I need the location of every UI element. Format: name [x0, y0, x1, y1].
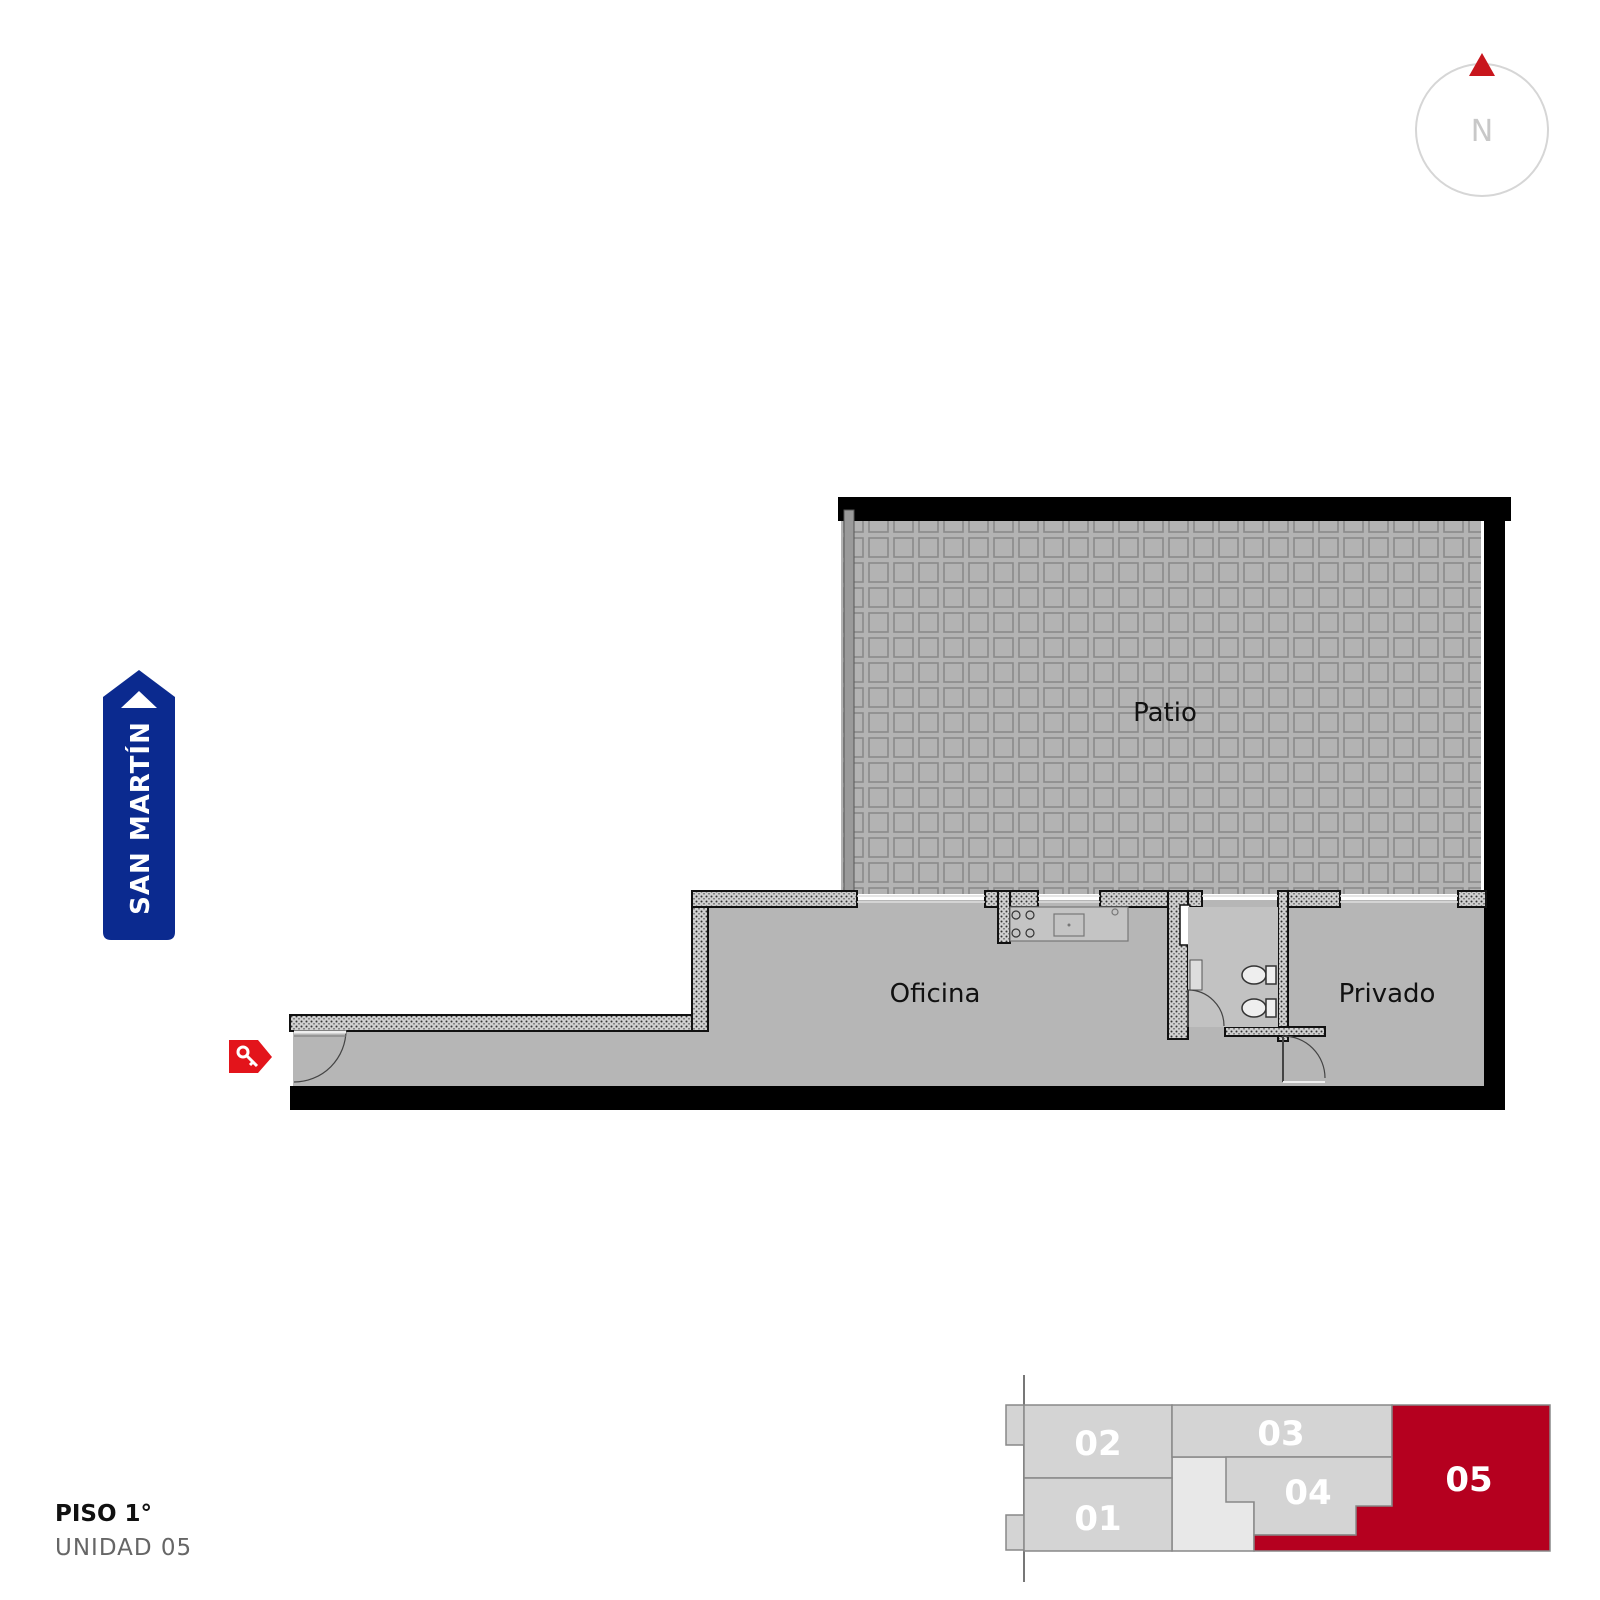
- room-label-oficina: Oficina: [890, 979, 981, 1009]
- keyplan-unit-02: [1023, 1404, 1173, 1479]
- privado-door-swing: [1282, 1035, 1326, 1079]
- patio-windows: [857, 895, 1458, 903]
- entrance-marker: [229, 1040, 272, 1073]
- street-name: SAN MARTÍN: [124, 721, 156, 915]
- keyplan-label-03: 03: [1257, 1414, 1304, 1454]
- unit-label: UNIDAD 05: [55, 1535, 193, 1561]
- bidet-icon: [1241, 998, 1267, 1018]
- room-label-privado: Privado: [1339, 979, 1436, 1009]
- south-wall: [290, 1086, 1505, 1110]
- keyplan-unit-03: [1171, 1404, 1393, 1458]
- key-plan: 02 03 04 01 05: [1005, 1375, 1551, 1582]
- east-wall: [1484, 497, 1505, 1105]
- floor-caption: PISO 1° UNIDAD 05: [55, 1497, 192, 1565]
- key-icon: [236, 1045, 259, 1068]
- compass-north-label: N: [1471, 114, 1493, 149]
- entrance-door: [293, 1029, 347, 1083]
- toilet-icon: [1241, 965, 1267, 985]
- keyplan-label-05: 05: [1445, 1460, 1492, 1500]
- partition-walls: [289, 890, 1487, 1042]
- sink-icon: [1053, 913, 1085, 937]
- room-label-patio: Patio: [1133, 698, 1197, 728]
- keyplan-label-04: 04: [1284, 1473, 1331, 1513]
- keyplan-unit-01: [1023, 1477, 1173, 1552]
- street-direction-icon: [121, 691, 157, 708]
- floor-label: PISO 1°: [55, 1501, 153, 1527]
- washbasin-icon: [1189, 959, 1203, 991]
- keyplan-unit-05: [1253, 1404, 1551, 1552]
- north-arrow-icon: [1469, 53, 1495, 76]
- patio-north-wall: [838, 497, 1511, 521]
- patio-area: [841, 510, 1481, 894]
- stove-icon: [1011, 910, 1035, 938]
- keyplan-label-01: 01: [1074, 1499, 1121, 1539]
- bathroom-door-swing: [1187, 989, 1225, 1027]
- patio-west-edge: [843, 509, 855, 895]
- street-sign: SAN MARTÍN: [103, 670, 175, 940]
- keyplan-label-02: 02: [1074, 1424, 1121, 1464]
- bathroom: [1187, 907, 1278, 1027]
- kitchenette: [1009, 906, 1129, 942]
- north-compass: N: [1415, 53, 1549, 197]
